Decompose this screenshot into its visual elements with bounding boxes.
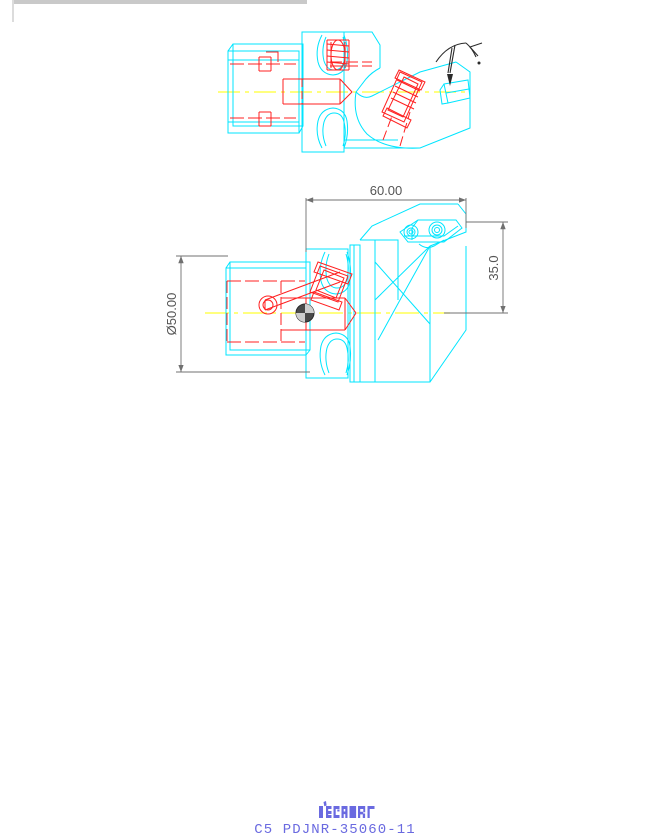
dimension-35-text: 35.0 [486,255,501,280]
dimension-dia50-text: Ø50.00 [164,293,179,336]
part-number-label: C5 PDJNR-35060-11 [254,822,416,838]
front-view-group [205,203,467,383]
cad-drawing: 60.00 35.0 Ø50.00 [164,31,508,383]
dimension-dia50: Ø50.00 [164,255,310,373]
angle-callout [435,42,483,86]
top-view-hidden-detail [230,39,426,147]
title-block: C5 PDJNR-35060-11 [0,398,670,838]
front-view-body [225,203,467,383]
dimension-60: 60.00 [305,183,467,252]
datum-marker [295,303,315,323]
front-view-hidden-detail [226,261,357,343]
top-view-group [218,31,483,153]
dimension-60-text: 60.00 [370,183,403,198]
dimensions-group: 60.00 35.0 Ø50.00 [164,183,508,373]
iscar-logo [319,801,375,818]
dimension-35: 35.0 [444,221,508,314]
